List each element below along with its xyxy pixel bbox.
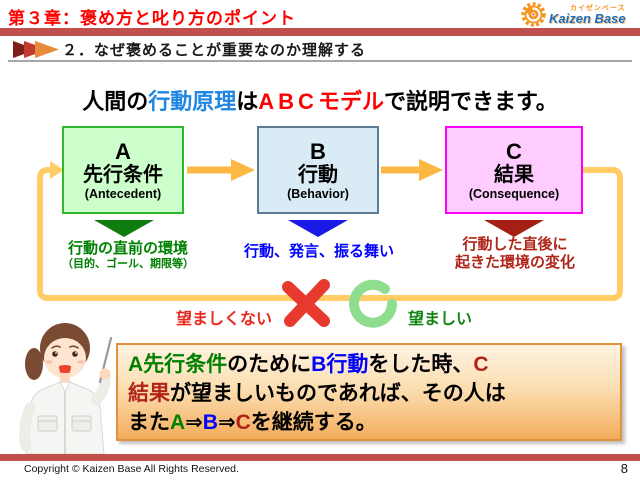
logo-name-text: Kaizen Base: [549, 10, 626, 26]
box-label: 先行条件: [83, 163, 163, 186]
box-english: (Behavior): [287, 186, 349, 201]
consequence-box: C 結果 (Consequence): [445, 126, 583, 214]
note-line: 行動した直後に: [462, 236, 568, 253]
circle-mark-icon: [349, 279, 397, 328]
box-letter: A: [115, 138, 131, 164]
behavior-note: 行動、発言、振る舞い: [223, 243, 415, 261]
note-line: 起きた環境の変化: [454, 254, 575, 271]
cross-mark-icon: [282, 279, 330, 327]
behavior-box: B 行動 (Behavior): [257, 126, 379, 214]
box-english: (Antecedent): [84, 186, 162, 201]
box-letter: B: [310, 138, 326, 164]
arrow-a-to-b-icon: [187, 159, 255, 181]
logo-kana-text: カイゼンベース: [569, 4, 626, 12]
kaizen-base-logo: カイゼンベース Kaizen Base: [520, 1, 638, 28]
section-title: ２．なぜ褒めることが重要なのか理解する: [62, 42, 367, 59]
arrow-b-to-c-icon: [381, 159, 443, 181]
page-number: 8: [620, 461, 628, 476]
header-accent-bar: [0, 28, 640, 36]
undesirable-label: 望ましくない: [176, 311, 273, 328]
box-label: 結果: [494, 163, 534, 186]
section-chevrons-icon: [13, 41, 59, 58]
main-title: 人間の行動原理はABCモデルで説明できます。: [82, 89, 558, 114]
box-label: 行動: [298, 163, 338, 186]
note-line: （目的、ゴール、期限等）: [62, 258, 194, 270]
section-divider: [8, 60, 632, 62]
antecedent-box: A 先行条件 (Antecedent): [62, 126, 184, 214]
box-letter: C: [506, 138, 522, 164]
triangle-down-icon: [94, 220, 154, 237]
footer-accent-bar: [0, 454, 640, 461]
consequence-note: 行動した直後に 起きた環境の変化: [419, 236, 611, 272]
copyright-text: Copyright © Kaizen Base All Rights Reser…: [24, 463, 239, 475]
note-line: 行動の直前の環境: [67, 240, 188, 257]
antecedent-note: 行動の直前の環境 （目的、ゴール、期限等）: [35, 240, 221, 271]
note-line: 行動、発言、振る舞い: [243, 243, 394, 260]
box-english: (Consequence): [468, 186, 560, 201]
triangle-down-icon: [484, 220, 544, 237]
gear-icon: [521, 2, 546, 27]
presenter-illustration: [19, 323, 113, 454]
desirable-label: 望ましい: [408, 311, 473, 328]
chapter-title: 第３章：褒め方と叱り方のポイント: [8, 9, 296, 28]
triangle-down-icon: [288, 220, 348, 237]
